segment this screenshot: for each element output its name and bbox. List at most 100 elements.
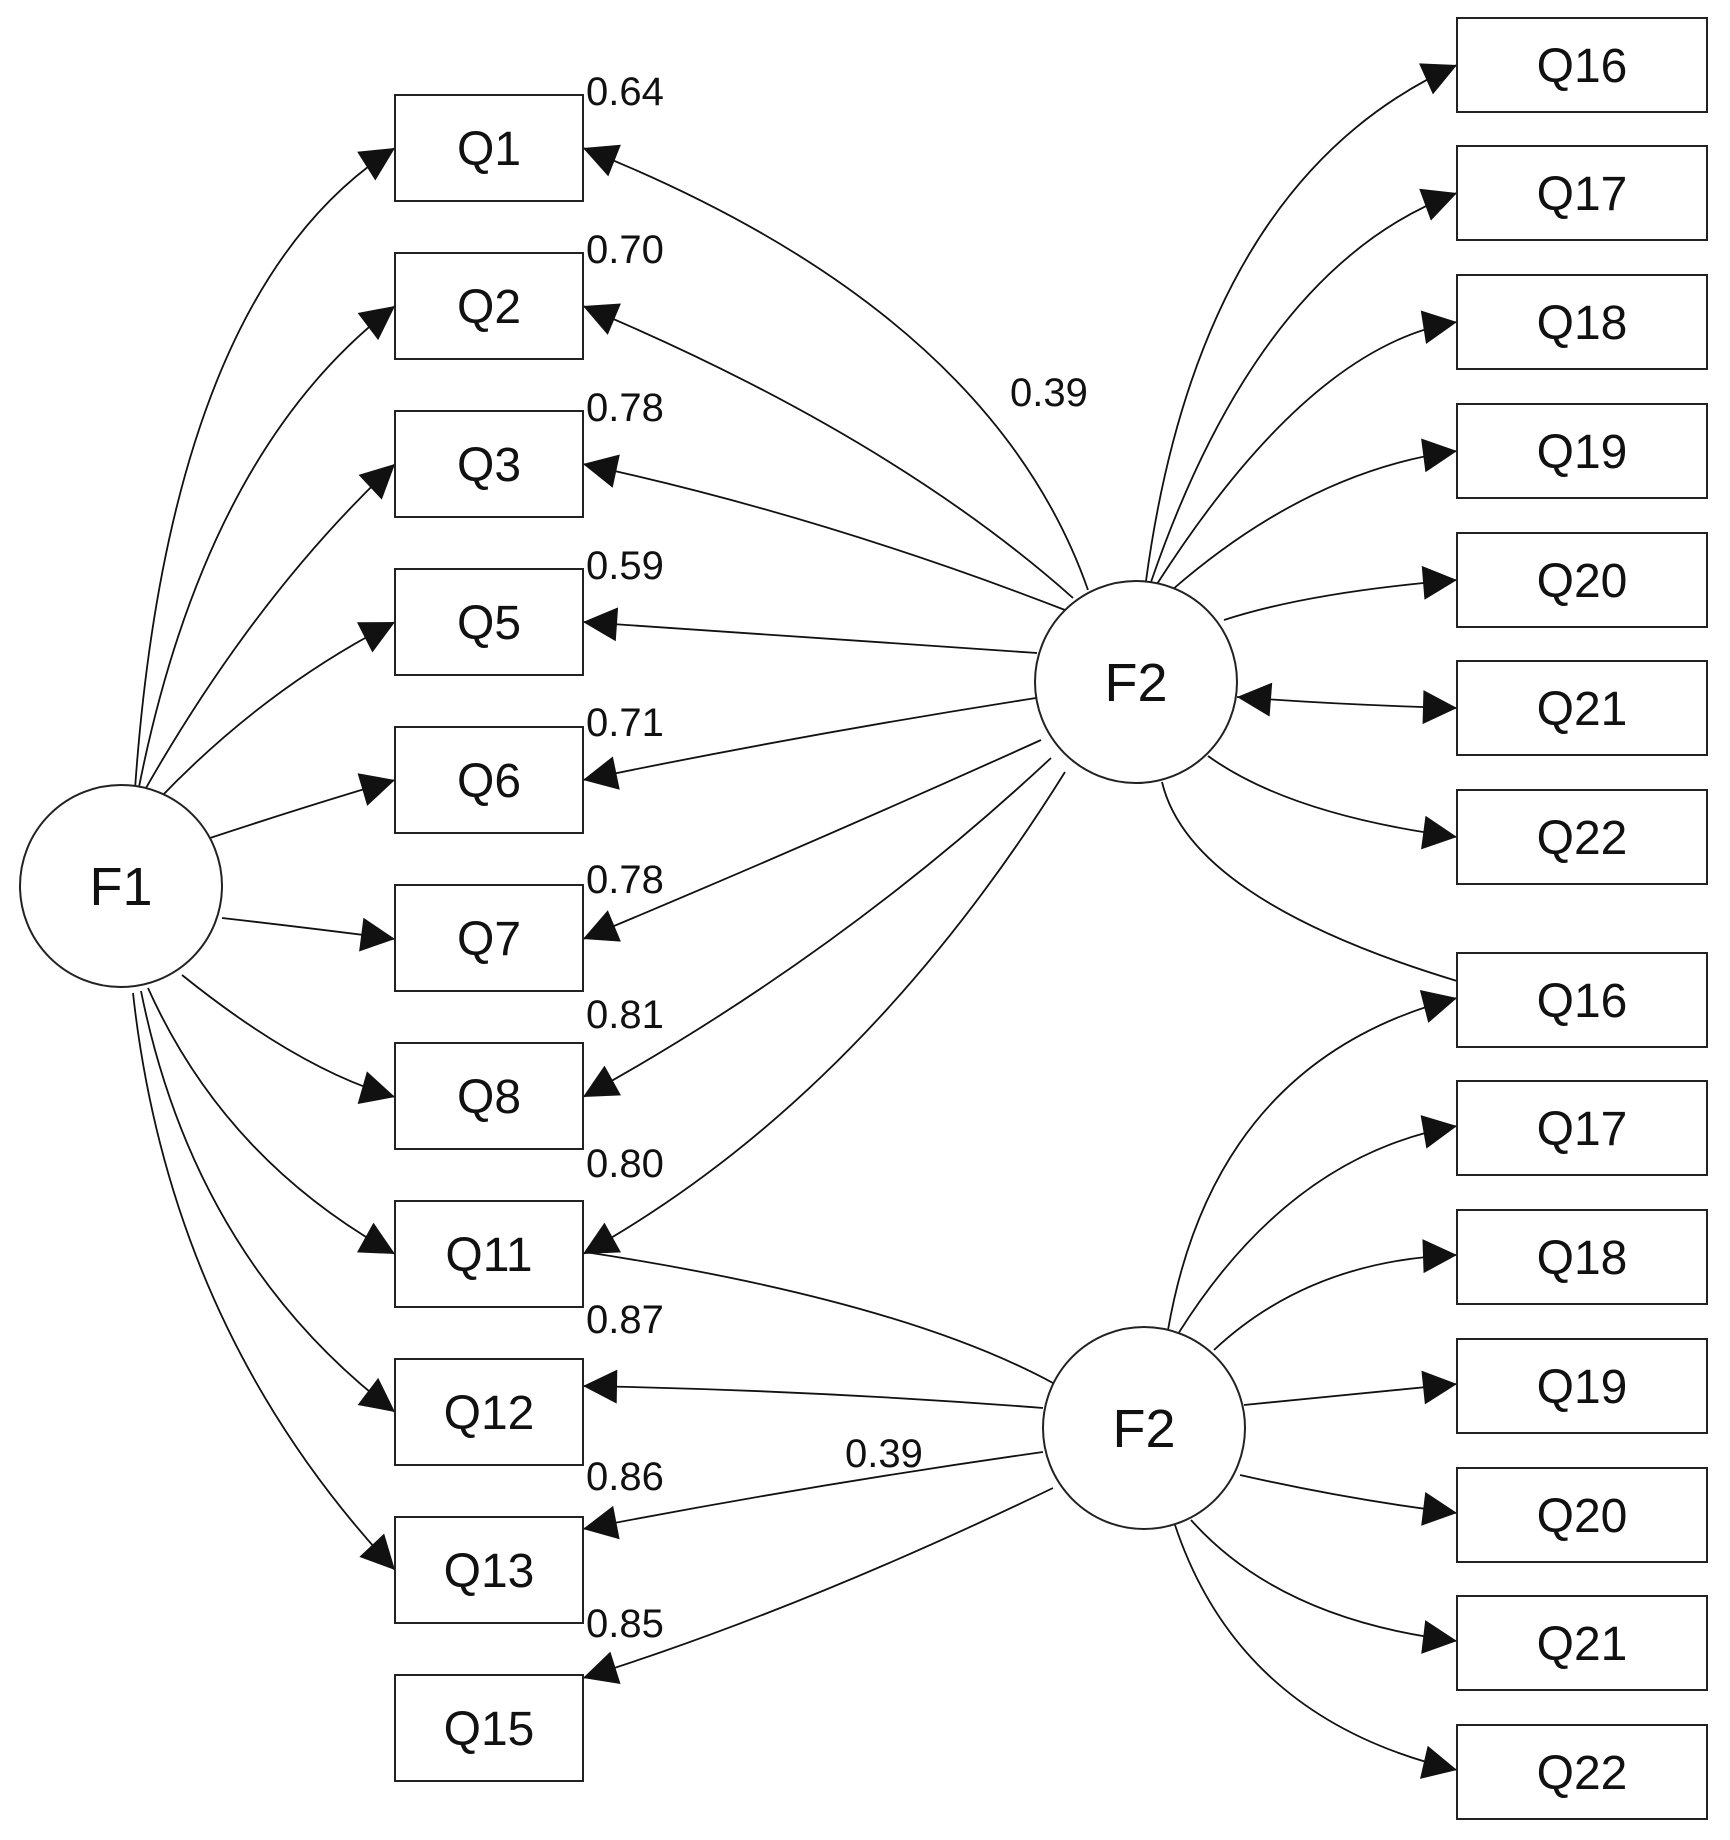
loading-label-q13: 0.86 xyxy=(586,1455,664,1499)
item-label-q2: Q2 xyxy=(457,281,521,334)
edge-f1-q8 xyxy=(181,974,396,1105)
edge-f2-top-q7 xyxy=(582,739,1042,942)
item-label-q7: Q7 xyxy=(457,913,521,966)
loading-label-q12: 0.87 xyxy=(586,1298,664,1342)
edge-f2-top-q19 xyxy=(1171,438,1458,591)
right-top-item-box-q20 xyxy=(1456,532,1708,628)
item-box-q2 xyxy=(394,252,584,360)
labels-layer: Q1Q2Q3Q5Q6Q7Q8Q11Q12Q13Q15Q16Q17Q18Q19Q2… xyxy=(89,40,1627,1800)
right-top-item-label-q18: Q18 xyxy=(1537,297,1628,350)
loading-label-q2: 0.70 xyxy=(586,228,664,272)
item-box-q3 xyxy=(394,410,584,518)
right-top-item-label-q21: Q21 xyxy=(1537,683,1628,736)
right-top-item-label-q16: Q16 xyxy=(1537,40,1628,93)
item-box-q5 xyxy=(394,568,584,676)
right-top-item-box-q16 xyxy=(1456,17,1708,113)
loading-label-q6: 0.71 xyxy=(586,701,664,745)
right-bottom-item-label-q21: Q21 xyxy=(1537,1618,1628,1671)
edge-f2-top-q18 xyxy=(1156,310,1458,585)
edge-f2-bottom-q20 xyxy=(1239,1474,1458,1526)
edge-f2-top-q1 xyxy=(582,144,1089,591)
edge-f1-q6 xyxy=(209,773,396,839)
right-bottom-item-label-q20: Q20 xyxy=(1537,1490,1628,1543)
right-top-item-box-q21 xyxy=(1456,660,1708,756)
loading-label-q15: 0.85 xyxy=(586,1602,664,1646)
item-box-q11 xyxy=(394,1200,584,1308)
factor-circle-f2a xyxy=(1034,580,1238,784)
factor-label-f1: F1 xyxy=(89,857,152,917)
edge-f2-top-q8 xyxy=(582,757,1052,1098)
loading-label-q8: 0.81 xyxy=(586,993,664,1037)
item-label-q13: Q13 xyxy=(444,1545,535,1598)
item-label-q15: Q15 xyxy=(444,1703,535,1756)
right-top-item-box-q17 xyxy=(1456,145,1708,241)
right-top-item-box-q19 xyxy=(1456,403,1708,499)
right-top-item-label-q22: Q22 xyxy=(1537,812,1628,865)
edge-f2-top-q20 xyxy=(1223,565,1458,621)
loading-label-q3: 0.78 xyxy=(586,386,664,430)
loading-label-q5: 0.59 xyxy=(586,544,664,588)
edge-f2-bottom-q17 xyxy=(1177,1115,1458,1335)
item-label-q5: Q5 xyxy=(457,597,521,650)
item-label-q11: Q11 xyxy=(445,1229,532,1282)
edges-layer xyxy=(132,63,1458,1779)
right-top-item-label-q17: Q17 xyxy=(1537,168,1628,221)
edge-f1-q11 xyxy=(147,987,396,1255)
right-bottom-item-box-q20 xyxy=(1456,1467,1708,1563)
loading-label-q7: 0.78 xyxy=(586,858,664,902)
correlation-label-corr-top: 0.39 xyxy=(1010,371,1088,415)
edge-f2-top-q22 xyxy=(1207,755,1458,850)
edge-q11-to-f2-bottom xyxy=(584,1251,1054,1384)
right-bottom-item-box-q21 xyxy=(1456,1595,1708,1691)
correlation-label-corr-bottom: 0.39 xyxy=(845,1432,923,1476)
loading-label-q1: 0.64 xyxy=(586,70,664,114)
factor-circle-f1 xyxy=(19,784,223,988)
nodes-layer xyxy=(19,17,1708,1820)
right-bottom-item-label-q16: Q16 xyxy=(1537,975,1628,1028)
right-top-item-label-q19: Q19 xyxy=(1537,426,1628,479)
edge-f1-q13 xyxy=(132,992,396,1571)
edge-f2-top-to-bottom-q16 xyxy=(1161,781,1458,982)
edge-f2-bottom-q12 xyxy=(582,1369,1044,1409)
item-box-q6 xyxy=(394,726,584,834)
right-bottom-item-box-q16 xyxy=(1456,952,1708,1048)
item-box-q15 xyxy=(394,1674,584,1782)
edge-f2-top-q17 xyxy=(1150,188,1458,583)
right-top-item-box-q18 xyxy=(1456,274,1708,370)
right-top-item-box-q22 xyxy=(1456,789,1708,885)
edge-f1-q1 xyxy=(134,147,396,790)
edge-f2-top-q2 xyxy=(582,303,1074,599)
edge-f2-top-q6 xyxy=(582,697,1037,790)
edge-f2-top-q21 xyxy=(1236,682,1458,725)
edge-f1-q5 xyxy=(157,621,396,801)
edge-f1-q7 xyxy=(221,917,396,952)
right-bottom-item-label-q17: Q17 xyxy=(1537,1103,1628,1156)
right-bottom-item-box-q18 xyxy=(1456,1209,1708,1305)
item-box-q12 xyxy=(394,1358,584,1466)
right-bottom-item-box-q17 xyxy=(1456,1080,1708,1176)
factor-label-f2a: F2 xyxy=(1104,653,1167,713)
edge-f2-bottom-q21 xyxy=(1190,1519,1458,1654)
edge-f2-top-q3 xyxy=(582,454,1066,611)
edge-f2-top-q11 xyxy=(582,771,1066,1255)
edge-f2-bottom-q13 xyxy=(582,1451,1044,1540)
loading-label-q11: 0.80 xyxy=(586,1142,664,1186)
edge-f2-top-q5 xyxy=(582,607,1038,654)
edge-f2-bottom-q18 xyxy=(1213,1239,1458,1351)
edge-f1-q12 xyxy=(140,990,396,1413)
item-label-q8: Q8 xyxy=(457,1071,521,1124)
item-box-q13 xyxy=(394,1516,584,1624)
right-bottom-item-box-q22 xyxy=(1456,1724,1708,1820)
item-box-q8 xyxy=(394,1042,584,1150)
right-top-item-label-q20: Q20 xyxy=(1537,555,1628,608)
item-label-q6: Q6 xyxy=(457,755,521,808)
item-label-q12: Q12 xyxy=(444,1387,535,1440)
item-box-q1 xyxy=(394,94,584,202)
item-box-q7 xyxy=(394,884,584,992)
item-label-q1: Q1 xyxy=(457,123,521,176)
right-bottom-item-label-q18: Q18 xyxy=(1537,1232,1628,1285)
item-label-q3: Q3 xyxy=(457,439,521,492)
factor-label-f2b: F2 xyxy=(1112,1399,1175,1459)
edge-f1-q2 xyxy=(137,305,396,793)
